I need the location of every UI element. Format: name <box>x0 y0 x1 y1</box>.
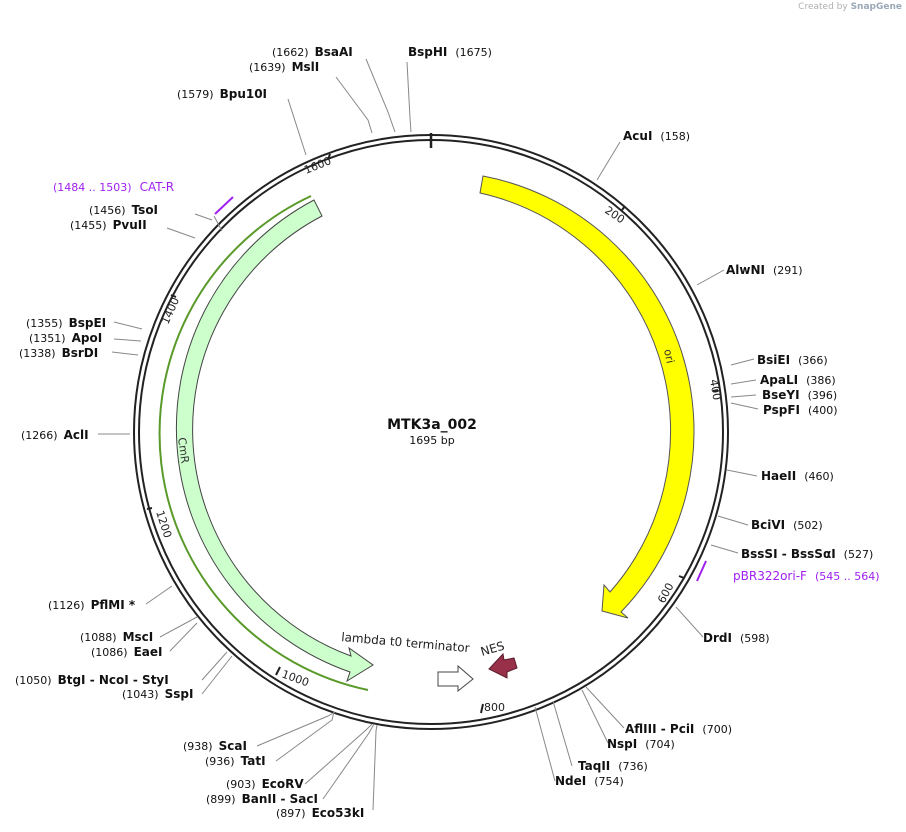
site-label-bsphi[interactable]: BspHI(1675) <box>408 45 492 59</box>
primer-pbr322ori-f-marker <box>696 560 707 582</box>
site-label-tati[interactable]: (936)TatI <box>205 754 266 768</box>
site-label-acui[interactable]: AcuI(158) <box>623 129 690 143</box>
nes-feature-label: NES <box>479 639 506 659</box>
site-label-ecorv[interactable]: (903)EcoRV <box>226 777 304 791</box>
site-label-bsaai[interactable]: (1662)BsaAI <box>272 45 353 59</box>
site-label-nspi[interactable]: NspI(704) <box>607 737 675 751</box>
site-label-apoi[interactable]: (1351)ApoI <box>29 331 102 345</box>
cmr-feature-label: CmR <box>175 437 192 465</box>
site-label-pspfi[interactable]: PspFI(400) <box>763 403 838 417</box>
site-label-eaei[interactable]: (1086)EaeI <box>91 645 162 659</box>
tick-label-600: 600 <box>655 581 676 606</box>
site-label-btgi[interactable]: (1050)BtgI - NcoI - StyI <box>15 673 169 687</box>
tick-marks <box>146 153 719 714</box>
tick-label-400: 400 <box>707 378 723 401</box>
tick-label-1000: 1000 <box>280 668 311 690</box>
site-label-pvuii[interactable]: (1455)PvuII <box>70 218 147 232</box>
site-label-ndei[interactable]: NdeI(754) <box>555 774 624 788</box>
lambda-t0-terminator-arrow[interactable] <box>437 664 474 693</box>
ori-feature-arrow[interactable] <box>479 175 695 619</box>
primer-label-pbr322ori-f[interactable]: pBR322ori-F(545 .. 564) <box>733 569 880 583</box>
primer-label-cat-r[interactable]: (1484 .. 1503)CAT-R <box>53 180 174 194</box>
site-label-alwni[interactable]: AlwNI(291) <box>726 263 803 277</box>
site-label-banii[interactable]: (899)BanII - SacI <box>206 792 318 806</box>
tick-label-1400: 1400 <box>159 295 182 326</box>
lambda-t0-terminator-label: lambda t0 terminator <box>341 630 471 655</box>
site-label-bsssi[interactable]: BssSI - BssSαI(527) <box>741 547 873 561</box>
site-label-haeii[interactable]: HaeII(460) <box>761 469 834 483</box>
plasmid-length: 1695 bp <box>409 434 454 447</box>
snapgene-credit: Created by SnapGene <box>798 2 902 12</box>
leader-lines <box>98 58 759 811</box>
tick-label-1600: 1600 <box>302 154 333 177</box>
cmr-feature-arrow[interactable] <box>175 199 374 683</box>
plasmid-name: MTK3a_002 <box>387 417 477 433</box>
site-label-bsrdi[interactable]: (1338)BsrDI <box>19 346 98 360</box>
site-label-bseyi[interactable]: BseYI(396) <box>762 388 837 402</box>
site-label-bpu10i[interactable]: (1579)Bpu10I <box>177 87 267 101</box>
site-label-drdi[interactable]: DrdI(598) <box>703 631 770 645</box>
nes-feature-arrow[interactable] <box>488 652 518 679</box>
tick-label-800: 800 <box>484 701 505 714</box>
site-label-bsiei[interactable]: BsiEI(366) <box>757 353 828 367</box>
site-label-pflmi[interactable]: (1126)PflMI * <box>48 598 136 612</box>
primer-cat-r-marker <box>214 196 234 215</box>
site-label-msci[interactable]: (1088)MscI <box>80 630 153 644</box>
site-label-scai[interactable]: (938)ScaI <box>183 739 247 753</box>
site-label-bcivi[interactable]: BciVI(502) <box>751 518 823 532</box>
site-label-afliii[interactable]: AflIII - PciI(700) <box>625 722 732 736</box>
site-label-msli[interactable]: (1639)MslI <box>249 60 319 74</box>
cmr-highlight <box>158 195 369 691</box>
site-label-taqii[interactable]: TaqII(736) <box>578 759 648 773</box>
site-label-apali[interactable]: ApaLI(386) <box>760 373 836 387</box>
site-label-acli[interactable]: (1266)AclI <box>21 428 89 442</box>
site-label-eco53ki[interactable]: (897)Eco53kI <box>276 806 364 820</box>
ori-feature-label: ori <box>661 348 677 365</box>
site-label-tsoi[interactable]: (1456)TsoI <box>89 203 158 217</box>
site-label-bspei[interactable]: (1355)BspEI <box>26 316 106 330</box>
site-label-sspi[interactable]: (1043)SspI <box>122 687 193 701</box>
